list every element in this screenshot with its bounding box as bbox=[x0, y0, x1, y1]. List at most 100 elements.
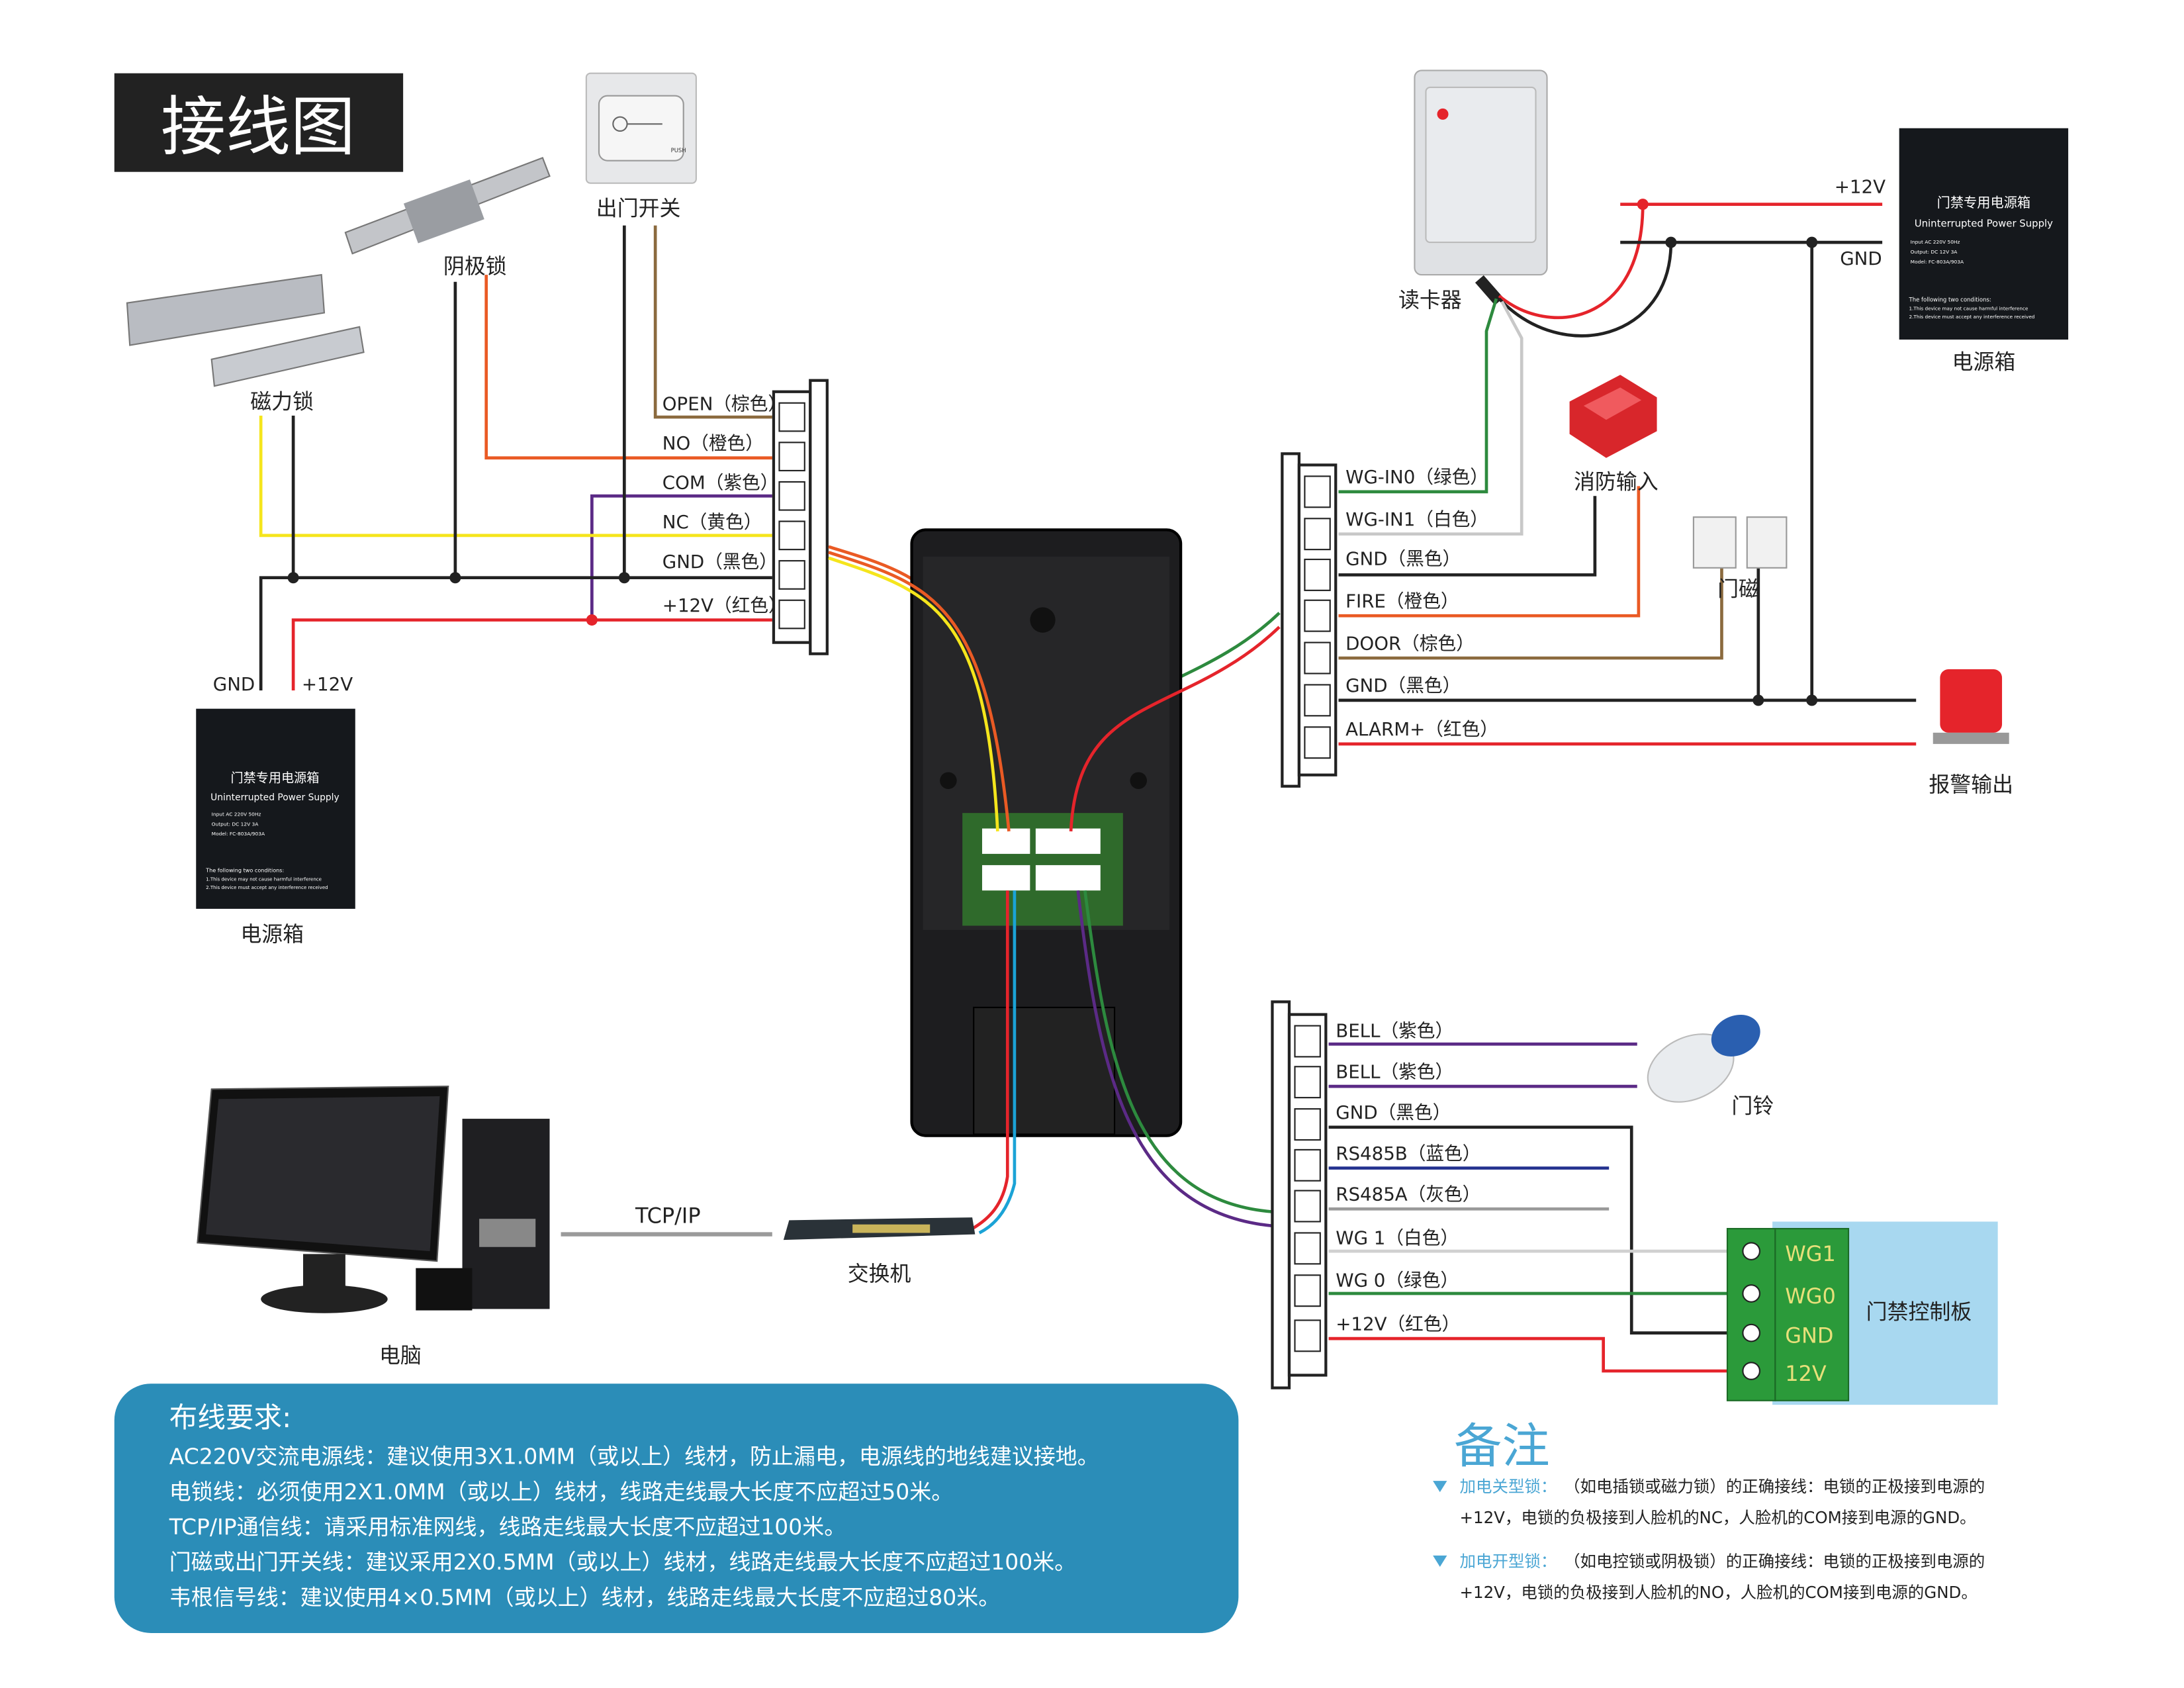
title-box bbox=[114, 73, 404, 172]
svg-text:2.This device must accept any: 2.This device must accept any interferen… bbox=[206, 884, 328, 890]
terminal-12v-2: +12V（红色） bbox=[1336, 1313, 1460, 1335]
terminal-gnd: GND（黑色） bbox=[662, 551, 778, 573]
requirements-title: 布线要求: bbox=[169, 1401, 292, 1434]
doorbell-label: 门铃 bbox=[1731, 1094, 1774, 1119]
svg-text:Model: FC-803A/903A: Model: FC-803A/903A bbox=[212, 831, 265, 837]
maglock-label: 磁力锁 bbox=[250, 389, 314, 414]
strike-lock-label: 阴极锁 bbox=[443, 254, 507, 279]
triangle-bullet-icon bbox=[1433, 1481, 1447, 1493]
svg-text:1.This device may not cause ha: 1.This device may not cause harmful inte… bbox=[206, 876, 322, 882]
access-controller-board bbox=[1726, 1221, 1998, 1405]
alarm-light-image bbox=[1933, 669, 2009, 744]
tcpip-label: TCP/IP bbox=[635, 1203, 701, 1229]
controller-12v: 12V bbox=[1785, 1361, 1827, 1386]
right-top-wires bbox=[1338, 199, 1917, 746]
note-line: （如电插锁或磁力锁）的正确接线：电锁的正极接到电源的 bbox=[1564, 1477, 1985, 1496]
terminal-no: NO（橙色） bbox=[662, 432, 764, 454]
card-reader-image bbox=[1414, 70, 1548, 306]
svg-text:The following two conditions:: The following two conditions: bbox=[205, 867, 284, 874]
terminal-rs485b: RS485B（蓝色） bbox=[1336, 1143, 1480, 1164]
computer-label: 电脑 bbox=[379, 1342, 422, 1368]
terminal-bell-2: BELL（紫色） bbox=[1336, 1060, 1453, 1082]
card-reader-label: 读卡器 bbox=[1398, 287, 1462, 312]
right-bottom-wires bbox=[1328, 1042, 1731, 1373]
svg-text:Uninterrupted Power Supply: Uninterrupted Power Supply bbox=[210, 792, 340, 803]
psu-right-label: 电源箱 bbox=[1952, 350, 2016, 375]
svg-text:2.This device must accept any: 2.This device must accept any interferen… bbox=[1909, 314, 2035, 320]
face-terminal-device bbox=[828, 528, 1281, 1235]
psu-right-image: 门禁专用电源箱 Uninterrupted Power Supply Input… bbox=[1899, 128, 2069, 340]
requirement-line: TCP/IP通信线：请采用标准网线，线路走线最大长度不应超过100米。 bbox=[169, 1514, 846, 1540]
strike-lock-image bbox=[344, 157, 551, 255]
terminal-door: DOOR（棕色） bbox=[1345, 632, 1475, 654]
svg-text:门禁专用电源箱: 门禁专用电源箱 bbox=[230, 770, 319, 785]
notes-section: 备注 加电关型锁： （如电插锁或磁力锁）的正确接线：电锁的正极接到电源的 +12… bbox=[1433, 1419, 1985, 1602]
terminal-gnd-2: GND（黑色） bbox=[1345, 675, 1461, 696]
svg-text:Input AC 220V 50Hz: Input AC 220V 50Hz bbox=[212, 811, 261, 817]
terminal-alarm: ALARM+（红色） bbox=[1345, 718, 1498, 740]
svg-text:Uninterrupted Power Supply: Uninterrupted Power Supply bbox=[1915, 218, 2053, 230]
switch-label: 交换机 bbox=[848, 1261, 911, 1286]
svg-text:Output: DC 12V 3A: Output: DC 12V 3A bbox=[1911, 249, 1958, 255]
right-top-terminal-block bbox=[1281, 452, 1338, 788]
notes-title: 备注 bbox=[1454, 1419, 1550, 1474]
svg-text:1.This device may not cause ha: 1.This device may not cause harmful inte… bbox=[1909, 305, 2028, 311]
network-switch-image bbox=[783, 1217, 976, 1241]
triangle-bullet-icon bbox=[1433, 1555, 1447, 1567]
svg-text:门禁专用电源箱: 门禁专用电源箱 bbox=[1937, 195, 2031, 211]
fire-input-label: 消防输入 bbox=[1574, 469, 1659, 494]
terminal-wg-in1: WG-IN1（白色） bbox=[1345, 508, 1488, 530]
requirement-line: 门磁或出门开关线：建议采用2X0.5MM（或以上）线材，线路走线最大长度不应超过… bbox=[169, 1549, 1076, 1575]
wiring-requirements-panel: 布线要求: AC220V交流电源线：建议使用3X1.0MM（或以上）线材，防止漏… bbox=[114, 1383, 1239, 1633]
svg-text:PUSH: PUSH bbox=[671, 148, 686, 154]
psu-left-image: 门禁专用电源箱 Uninterrupted Power Supply Input… bbox=[196, 708, 355, 909]
terminal-open: OPEN（棕色） bbox=[662, 393, 786, 414]
psu-left-gnd: GND bbox=[213, 673, 255, 695]
terminal-wg-in0: WG-IN0（绿色） bbox=[1345, 466, 1488, 488]
psu-left-label: 电源箱 bbox=[240, 921, 304, 947]
left-wires bbox=[259, 225, 772, 690]
terminal-bell-1: BELL（紫色） bbox=[1336, 1020, 1453, 1042]
left-terminal-block bbox=[772, 379, 829, 655]
terminal-nc: NC（黄色） bbox=[662, 511, 762, 533]
svg-text:Output: DC 12V 3A: Output: DC 12V 3A bbox=[212, 821, 259, 827]
svg-text:The following two conditions:: The following two conditions: bbox=[1909, 297, 1991, 304]
terminal-gnd-3: GND（黑色） bbox=[1336, 1102, 1451, 1123]
psu-right-12v: +12V bbox=[1835, 176, 1886, 198]
note-line: （如电控锁或阴极锁）的正确接线：电锁的正极接到电源的 bbox=[1564, 1552, 1985, 1571]
requirement-line: AC220V交流电源线：建议使用3X1.0MM（或以上）线材，防止漏电，电源线的… bbox=[169, 1444, 1099, 1470]
note-head: 加电开型锁： bbox=[1460, 1552, 1557, 1571]
requirement-line: 电锁线：必须使用2X1.0MM（或以上）线材，线路走线最大长度不应超过50米。 bbox=[169, 1479, 953, 1505]
exit-button-label: 出门开关 bbox=[596, 196, 681, 221]
controller-gnd: GND bbox=[1785, 1323, 1833, 1348]
svg-text:Model: FC-803A/903A: Model: FC-803A/903A bbox=[1911, 259, 1964, 265]
terminal-gnd-1: GND（黑色） bbox=[1345, 548, 1461, 570]
doorbell-image bbox=[1647, 1014, 1760, 1103]
requirement-line: 韦根信号线：建议使用4×0.5MM（或以上）线材，线路走线最大长度不应超过80米… bbox=[169, 1584, 1000, 1610]
note-head: 加电关型锁： bbox=[1460, 1477, 1557, 1496]
right-bottom-terminal-block bbox=[1271, 1000, 1328, 1389]
maglock-image bbox=[126, 273, 365, 387]
door-sensor-image bbox=[1692, 516, 1788, 569]
fire-input-image bbox=[1569, 375, 1657, 458]
exit-button-image: PUSH bbox=[585, 72, 697, 184]
svg-text:Input AC 220V 50Hz: Input AC 220V 50Hz bbox=[1911, 239, 1960, 245]
terminal-fire: FIRE（橙色） bbox=[1345, 590, 1459, 612]
terminal-rs485a: RS485A（灰色） bbox=[1336, 1184, 1480, 1205]
terminal-wg1: WG 1（白色） bbox=[1336, 1227, 1459, 1249]
page-title: 接线图 bbox=[161, 90, 355, 165]
note-line: +12V，电锁的负极接到人脸机的NO，人脸机的COM接到电源的GND。 bbox=[1460, 1583, 1978, 1602]
door-sensor-label: 门磁 bbox=[1717, 576, 1760, 601]
psu-left-12v: +12V bbox=[302, 673, 353, 695]
controller-wg0: WG0 bbox=[1785, 1284, 1836, 1309]
computer-image bbox=[197, 1086, 550, 1313]
controller-label: 门禁控制板 bbox=[1866, 1299, 1972, 1324]
terminal-wg0: WG 0（绿色） bbox=[1336, 1269, 1459, 1291]
alarm-output-label: 报警输出 bbox=[1929, 772, 2013, 797]
psu-right-gnd: GND bbox=[1840, 248, 1882, 269]
terminal-com: COM（紫色） bbox=[662, 472, 779, 494]
controller-wg1: WG1 bbox=[1785, 1241, 1836, 1266]
note-line: +12V，电锁的负极接到人脸机的NC，人脸机的COM接到电源的GND。 bbox=[1460, 1508, 1976, 1527]
terminal-12v: +12V（红色） bbox=[662, 594, 787, 616]
